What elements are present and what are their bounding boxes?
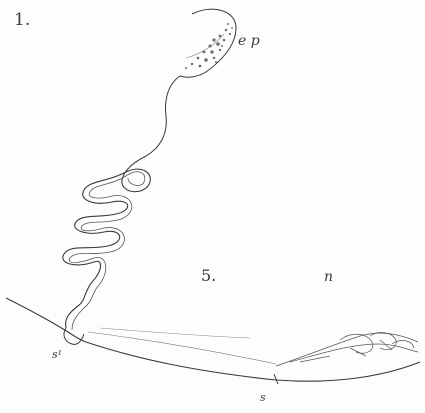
cell-cluster <box>276 333 418 366</box>
figure-number-secondary: 5. <box>201 268 216 284</box>
label-s1: s¹ <box>52 349 62 360</box>
coiled-tube <box>63 169 150 330</box>
label-ep: e p <box>238 34 260 48</box>
duct-line <box>122 76 180 180</box>
figure-number: 1. <box>14 12 30 29</box>
label-s: s <box>260 392 266 403</box>
terminal-swelling <box>180 9 236 77</box>
basal-membrane <box>6 298 420 384</box>
label-n: n <box>324 270 333 284</box>
